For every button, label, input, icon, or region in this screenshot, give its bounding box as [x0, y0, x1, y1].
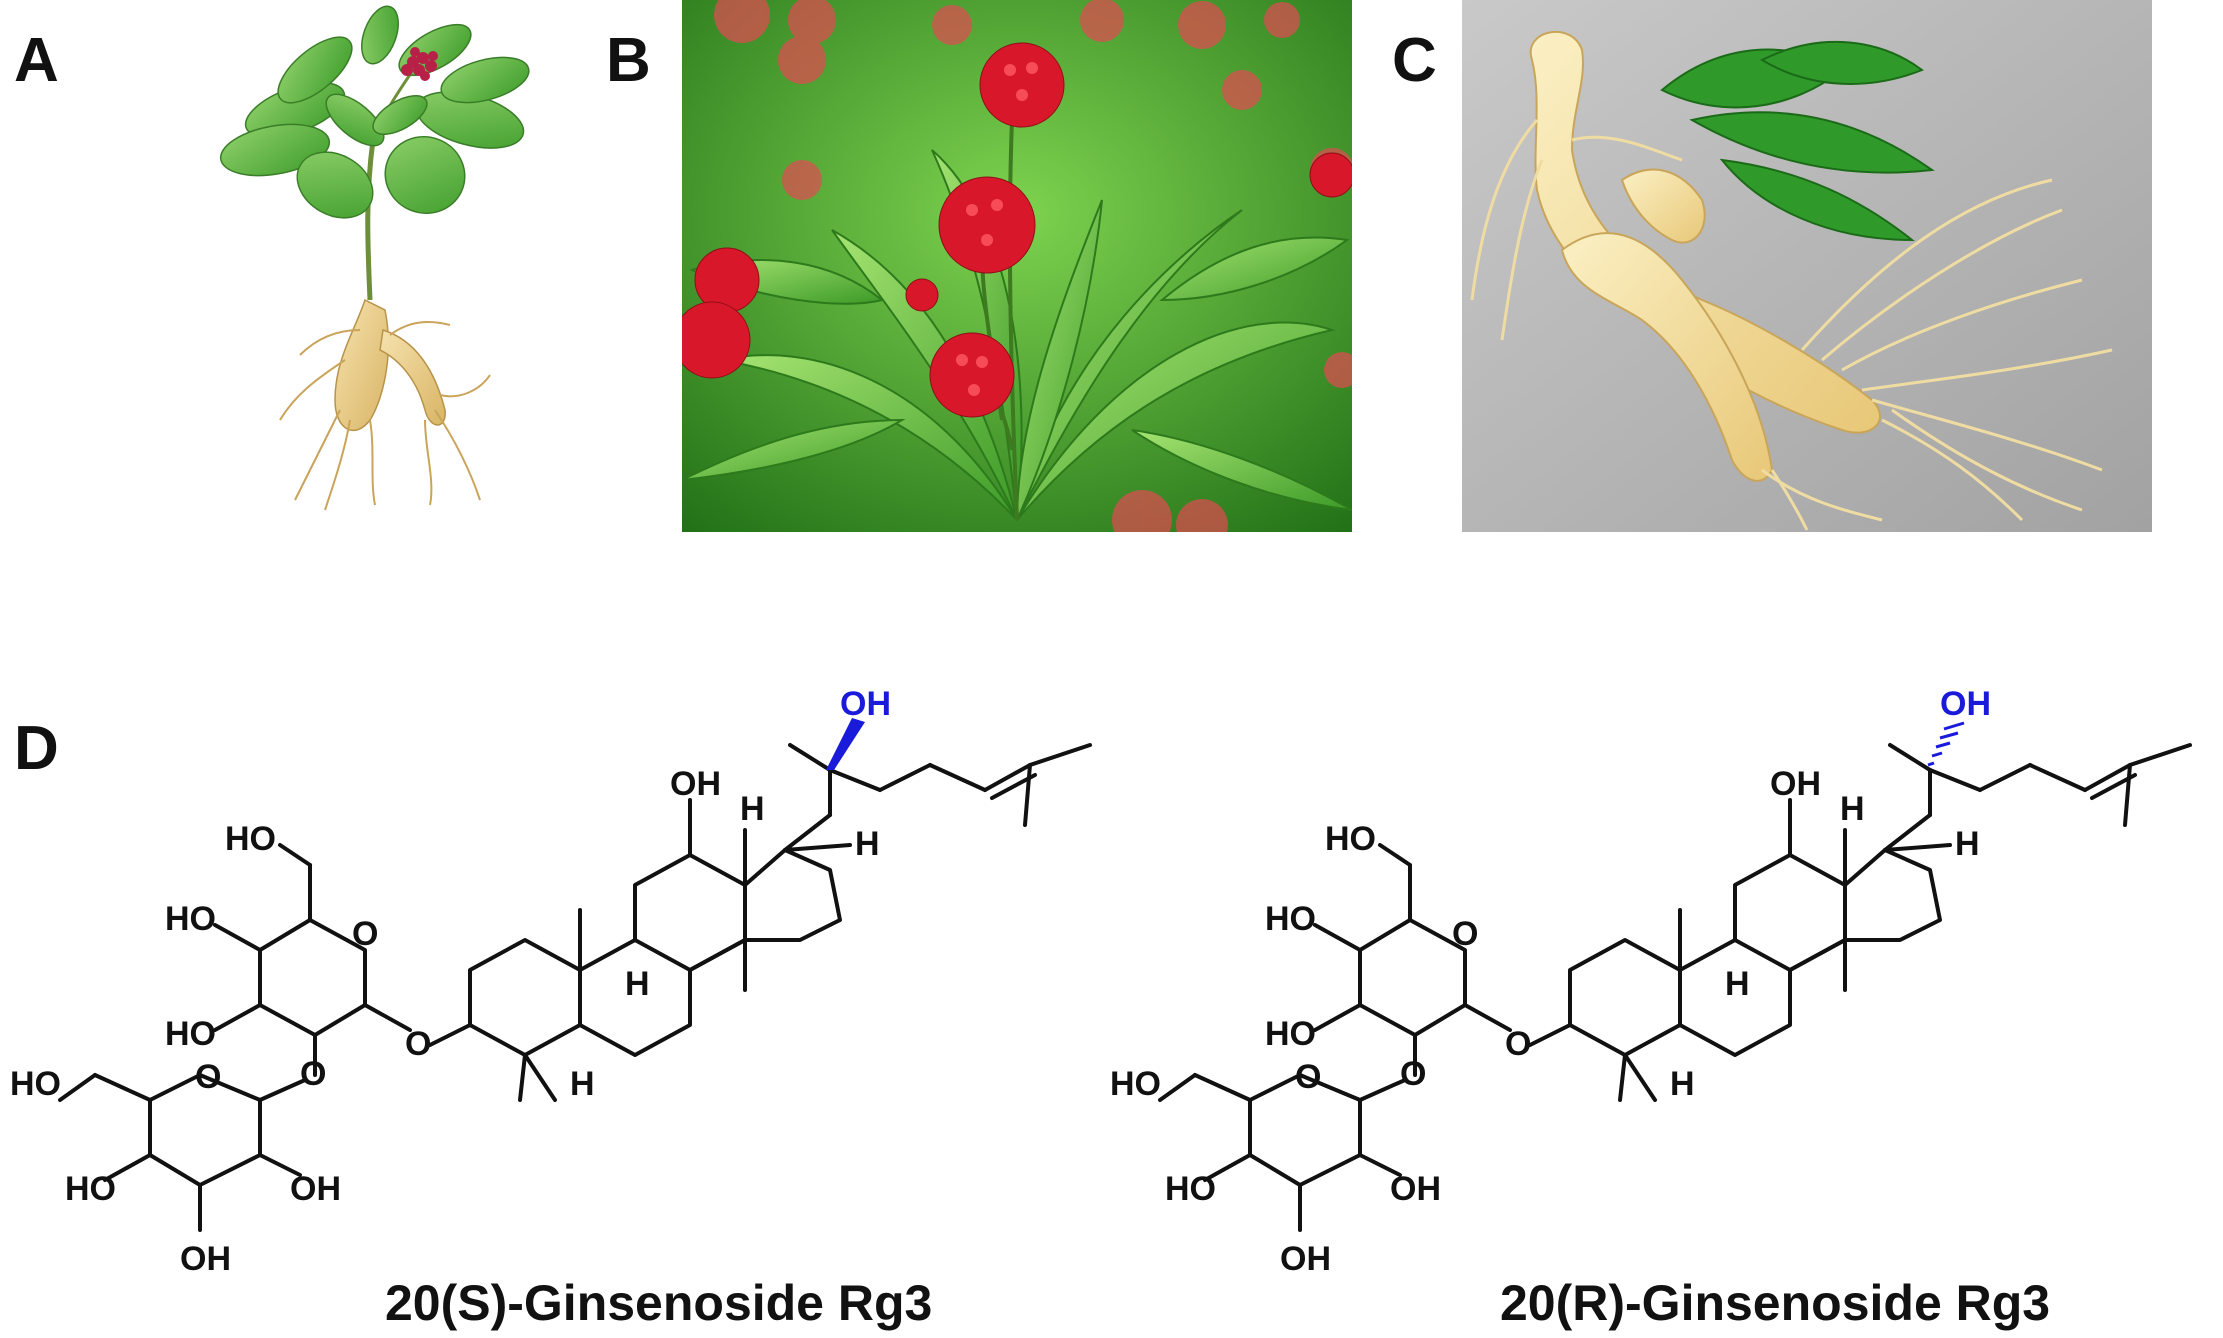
hydroxyl-label: HO [1110, 1065, 1161, 1103]
panel-label-b: B [606, 26, 651, 95]
panel-label-a: A [14, 26, 59, 95]
glycosidic-oxygen-label: O [1505, 1025, 1531, 1063]
compound-name-20s: 20(S)-Ginsenoside Rg3 [385, 1275, 933, 1331]
hydrogen-label: H [1670, 1065, 1695, 1103]
hydroxyl-label: HO [1165, 1170, 1216, 1208]
hydrogen-label: H [855, 825, 880, 863]
hydroxyl-label: HO [65, 1170, 116, 1208]
hydroxyl-label: HO [1325, 820, 1376, 858]
compound-name-20r: 20(R)-Ginsenoside Rg3 [1500, 1275, 2051, 1331]
glycosidic-oxygen-label: O [405, 1025, 431, 1063]
hydrogen-label: H [1725, 965, 1750, 1003]
glycosidic-oxygen-label: O [300, 1055, 326, 1093]
hydroxyl-label: OH [670, 765, 721, 803]
hydroxyl-label: OH [290, 1170, 341, 1208]
structure-20s-ginsenoside-rg3: HO O O HO OH OH HO HO HO O O OH H H H H … [10, 685, 1092, 1278]
ginseng-root-photo [1462, 0, 2152, 532]
hydroxyl-label: HO [165, 900, 216, 938]
panel-label-d: D [14, 714, 59, 783]
ginseng-berries-photo [682, 0, 1352, 532]
ring-oxygen-label: O [1295, 1058, 1321, 1096]
panel-label-c: C [1392, 26, 1437, 95]
stereo-hydroxyl-label: OH [840, 685, 891, 723]
hydroxyl-label: HO [1265, 1015, 1316, 1053]
stereo-hydroxyl-label: OH [1940, 685, 1991, 723]
hydrogen-label: H [740, 790, 765, 828]
hydrogen-label: H [570, 1065, 595, 1103]
hydroxyl-label: HO [1265, 900, 1316, 938]
hydroxyl-label: OH [1280, 1240, 1331, 1278]
hydroxyl-label: HO [225, 820, 276, 858]
hydrogen-label: H [1840, 790, 1865, 828]
hydrogen-label: H [1955, 825, 1980, 863]
hydroxyl-label: HO [10, 1065, 61, 1103]
structure-20r-ginsenoside-rg3: HO O O HO OH OH HO HO HO O O OH H H H H … [1110, 685, 2192, 1278]
glycosidic-oxygen-label: O [1400, 1055, 1426, 1093]
ginseng-plant-illustration [219, 5, 530, 511]
hydroxyl-label: HO [165, 1015, 216, 1053]
hydrogen-label: H [625, 965, 650, 1003]
ring-oxygen-label: O [352, 915, 378, 953]
hydroxyl-label: OH [1390, 1170, 1441, 1208]
hydroxyl-label: OH [1770, 765, 1821, 803]
ring-oxygen-label: O [195, 1058, 221, 1096]
ring-oxygen-label: O [1452, 915, 1478, 953]
hydroxyl-label: OH [180, 1240, 231, 1278]
